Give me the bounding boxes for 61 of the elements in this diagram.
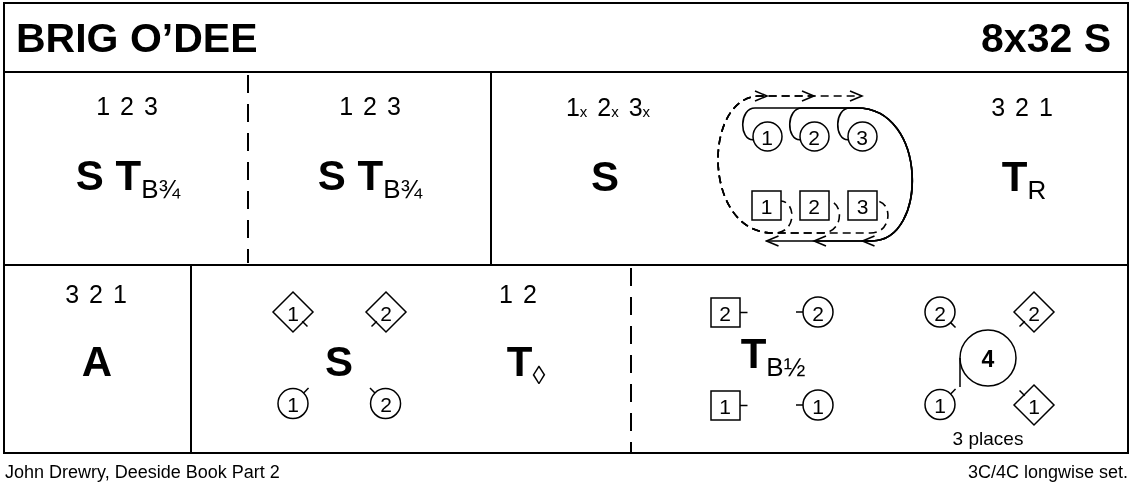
set-note: 3C/4C longwise set.: [967, 463, 1128, 481]
dancer-number: 1: [760, 195, 773, 216]
figure-notation: A: [81, 341, 113, 383]
couple-numbers: 3 2 1: [991, 94, 1053, 120]
dancer-number: 2: [380, 302, 392, 323]
dancer-number: 4: [981, 347, 995, 370]
numbered-square: [709, 296, 748, 328]
title-text: BRIG O’DEE: [16, 17, 258, 59]
dancer-number: 2: [812, 302, 824, 323]
numbered-diamond: [1013, 291, 1055, 333]
dancer-number: 1: [287, 302, 299, 323]
dancer-number: 1: [812, 395, 824, 416]
figure-notation: T$_{◊}$: [506, 341, 546, 383]
couple-numbers: 1 2 3: [339, 93, 401, 119]
couple-numbers: 3 2 1: [65, 281, 127, 307]
dancer-number: 2: [719, 302, 731, 323]
numbered-square: [798, 189, 830, 221]
couple-numbers: 1 2 3: [96, 93, 158, 119]
figure-notation: S: [591, 156, 619, 198]
numbered-circle: [795, 389, 834, 421]
numbered-circle: [369, 387, 402, 420]
numbered-diamond: [1013, 384, 1055, 426]
dancer-number: 1: [719, 395, 731, 416]
caption-text: 3 places: [952, 428, 1024, 448]
dancer-number: 2: [1028, 302, 1040, 323]
figure-notation: S T$_{B¾}$: [75, 155, 181, 197]
numbered-circle: [798, 120, 830, 152]
couple-numbers: 1 2: [499, 281, 537, 307]
dance-type: 8x32 S: [981, 17, 1111, 59]
dancer-number: 1: [1028, 395, 1040, 416]
numbered-circle: [924, 388, 957, 421]
dancer-number: 2: [380, 394, 392, 415]
numbered-circle: [795, 296, 834, 328]
numbered-circle: [959, 329, 1017, 388]
source-note: John Drewry, Deeside Book Part 2: [5, 463, 280, 481]
dancer-number: 1: [761, 126, 773, 147]
table-cell: [630, 264, 1129, 454]
dancer-number: 2: [808, 126, 820, 147]
figure-notation: S: [325, 341, 353, 383]
numbered-circle: [846, 120, 878, 152]
numbered-square: [751, 189, 782, 221]
numbered-circle: [751, 120, 783, 152]
numbered-diamond: [272, 291, 314, 333]
numbered-circle: [924, 296, 957, 329]
numbered-square: [847, 189, 878, 221]
dancer-number: 1: [287, 394, 299, 415]
curved-arrow: [836, 107, 913, 247]
figure-notation: S T$_{B¾}$: [317, 155, 423, 197]
couple-numbers: 1$_{x}$ 2$_{x}$ 3$_{x}$: [565, 94, 651, 120]
dancer-number: 3: [856, 195, 869, 216]
figure-notation: T$_{B½}$: [740, 333, 806, 375]
figure-notation: T$_{R}$: [1001, 156, 1047, 198]
dashed-arrow: [717, 90, 889, 234]
numbered-circle: [277, 387, 310, 420]
numbered-diamond: [365, 291, 407, 333]
numbered-square: [709, 389, 748, 421]
dancer-number: 2: [934, 302, 946, 323]
dancer-number: 1: [934, 395, 946, 416]
table-cell: [3, 264, 192, 454]
dancer-number: 2: [808, 195, 820, 216]
dancer-number: 3: [856, 126, 868, 147]
